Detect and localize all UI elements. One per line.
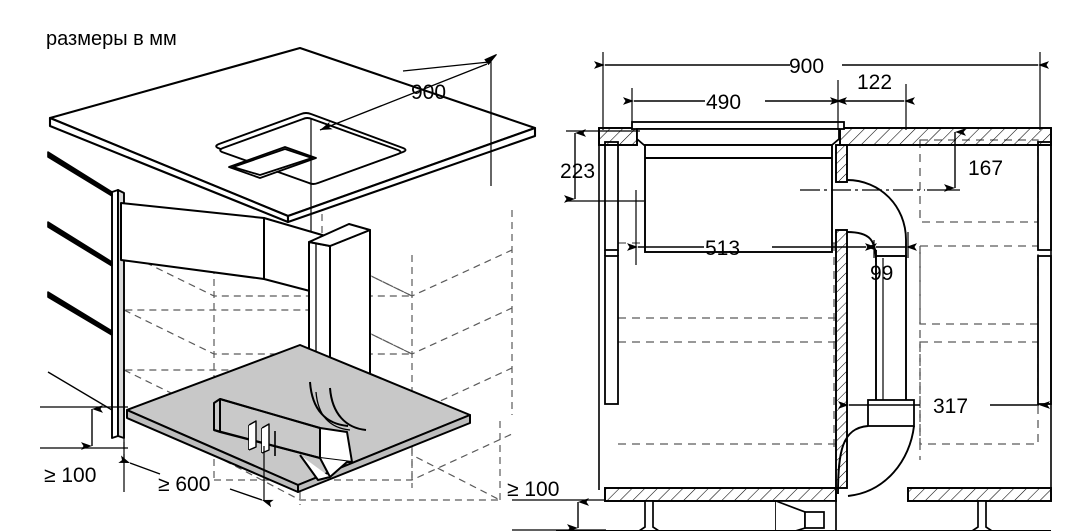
sec-duct-shaft	[875, 255, 907, 402]
iso-wall-slabs	[47, 151, 113, 411]
sec-dim-223	[564, 129, 644, 203]
sec-dim-900-label: 900	[789, 55, 824, 78]
sec-duct-elbow-lower	[837, 425, 915, 497]
iso-duct-elbow	[213, 381, 367, 481]
sec-plinth-vent	[775, 500, 837, 531]
sec-bottom-slab-left	[604, 487, 837, 502]
sec-dim-513	[627, 190, 877, 265]
sec-worktop-left	[598, 127, 638, 146]
isometric-view	[47, 46, 537, 505]
sec-dim-99-label: 99	[870, 262, 893, 285]
sec-plinth-legs	[637, 500, 994, 531]
sec-right-side-panel	[1037, 128, 1052, 490]
drawing-title: размеры в мм	[46, 28, 177, 50]
sec-dim-plinth-label: ≥ 100	[507, 478, 559, 501]
worktop-front-edge	[286, 126, 537, 224]
sec-dim-122-label: 122	[857, 71, 892, 94]
iso-dim-900	[310, 53, 497, 232]
iso-600-arrow-right	[229, 488, 274, 508]
base-plate-front-edge	[297, 414, 471, 493]
iso-900-arrowhead-top	[484, 53, 497, 66]
iso-600-arrow-left	[118, 455, 161, 475]
sec-leg-right	[970, 500, 994, 531]
iso-dim-clearance	[40, 405, 128, 450]
sec-hob-glass	[631, 121, 845, 146]
sec-dim-plinth	[512, 498, 606, 531]
sec-leg-left	[637, 500, 661, 531]
iso-base-plate	[126, 344, 471, 493]
sec-dim-167-label: 167	[968, 157, 1003, 180]
sec-dim-490-label: 490	[706, 91, 741, 114]
sec-partition-wall	[835, 144, 848, 489]
sec-bottom-slab-right	[907, 487, 1052, 502]
sec-dim-490	[623, 80, 847, 130]
iso-900-arrow-left	[319, 63, 488, 131]
iso-dim-depth-label: ≥ 600	[158, 473, 210, 496]
iso-dim-depth	[118, 414, 274, 508]
sec-left-side-panel	[598, 128, 619, 490]
sec-worktop-right	[839, 127, 1052, 146]
sec-dim-99	[865, 232, 917, 258]
iso-vent-slot	[228, 146, 317, 179]
iso-dim-clearance-label: ≥ 100	[44, 464, 96, 487]
sec-appliance-body	[644, 144, 833, 253]
sec-duct-flange	[867, 399, 915, 427]
sec-dim-513-label: 513	[705, 237, 740, 260]
sec-dim-223-label: 223	[560, 160, 595, 183]
sec-dim-317-label: 317	[933, 395, 968, 418]
sec-dim-900	[594, 52, 1049, 130]
sec-dim-122	[830, 84, 915, 130]
iso-900-lead-a	[402, 61, 490, 72]
sec-dim-167	[927, 128, 966, 192]
iso-dim-900-label: 900	[411, 81, 446, 104]
